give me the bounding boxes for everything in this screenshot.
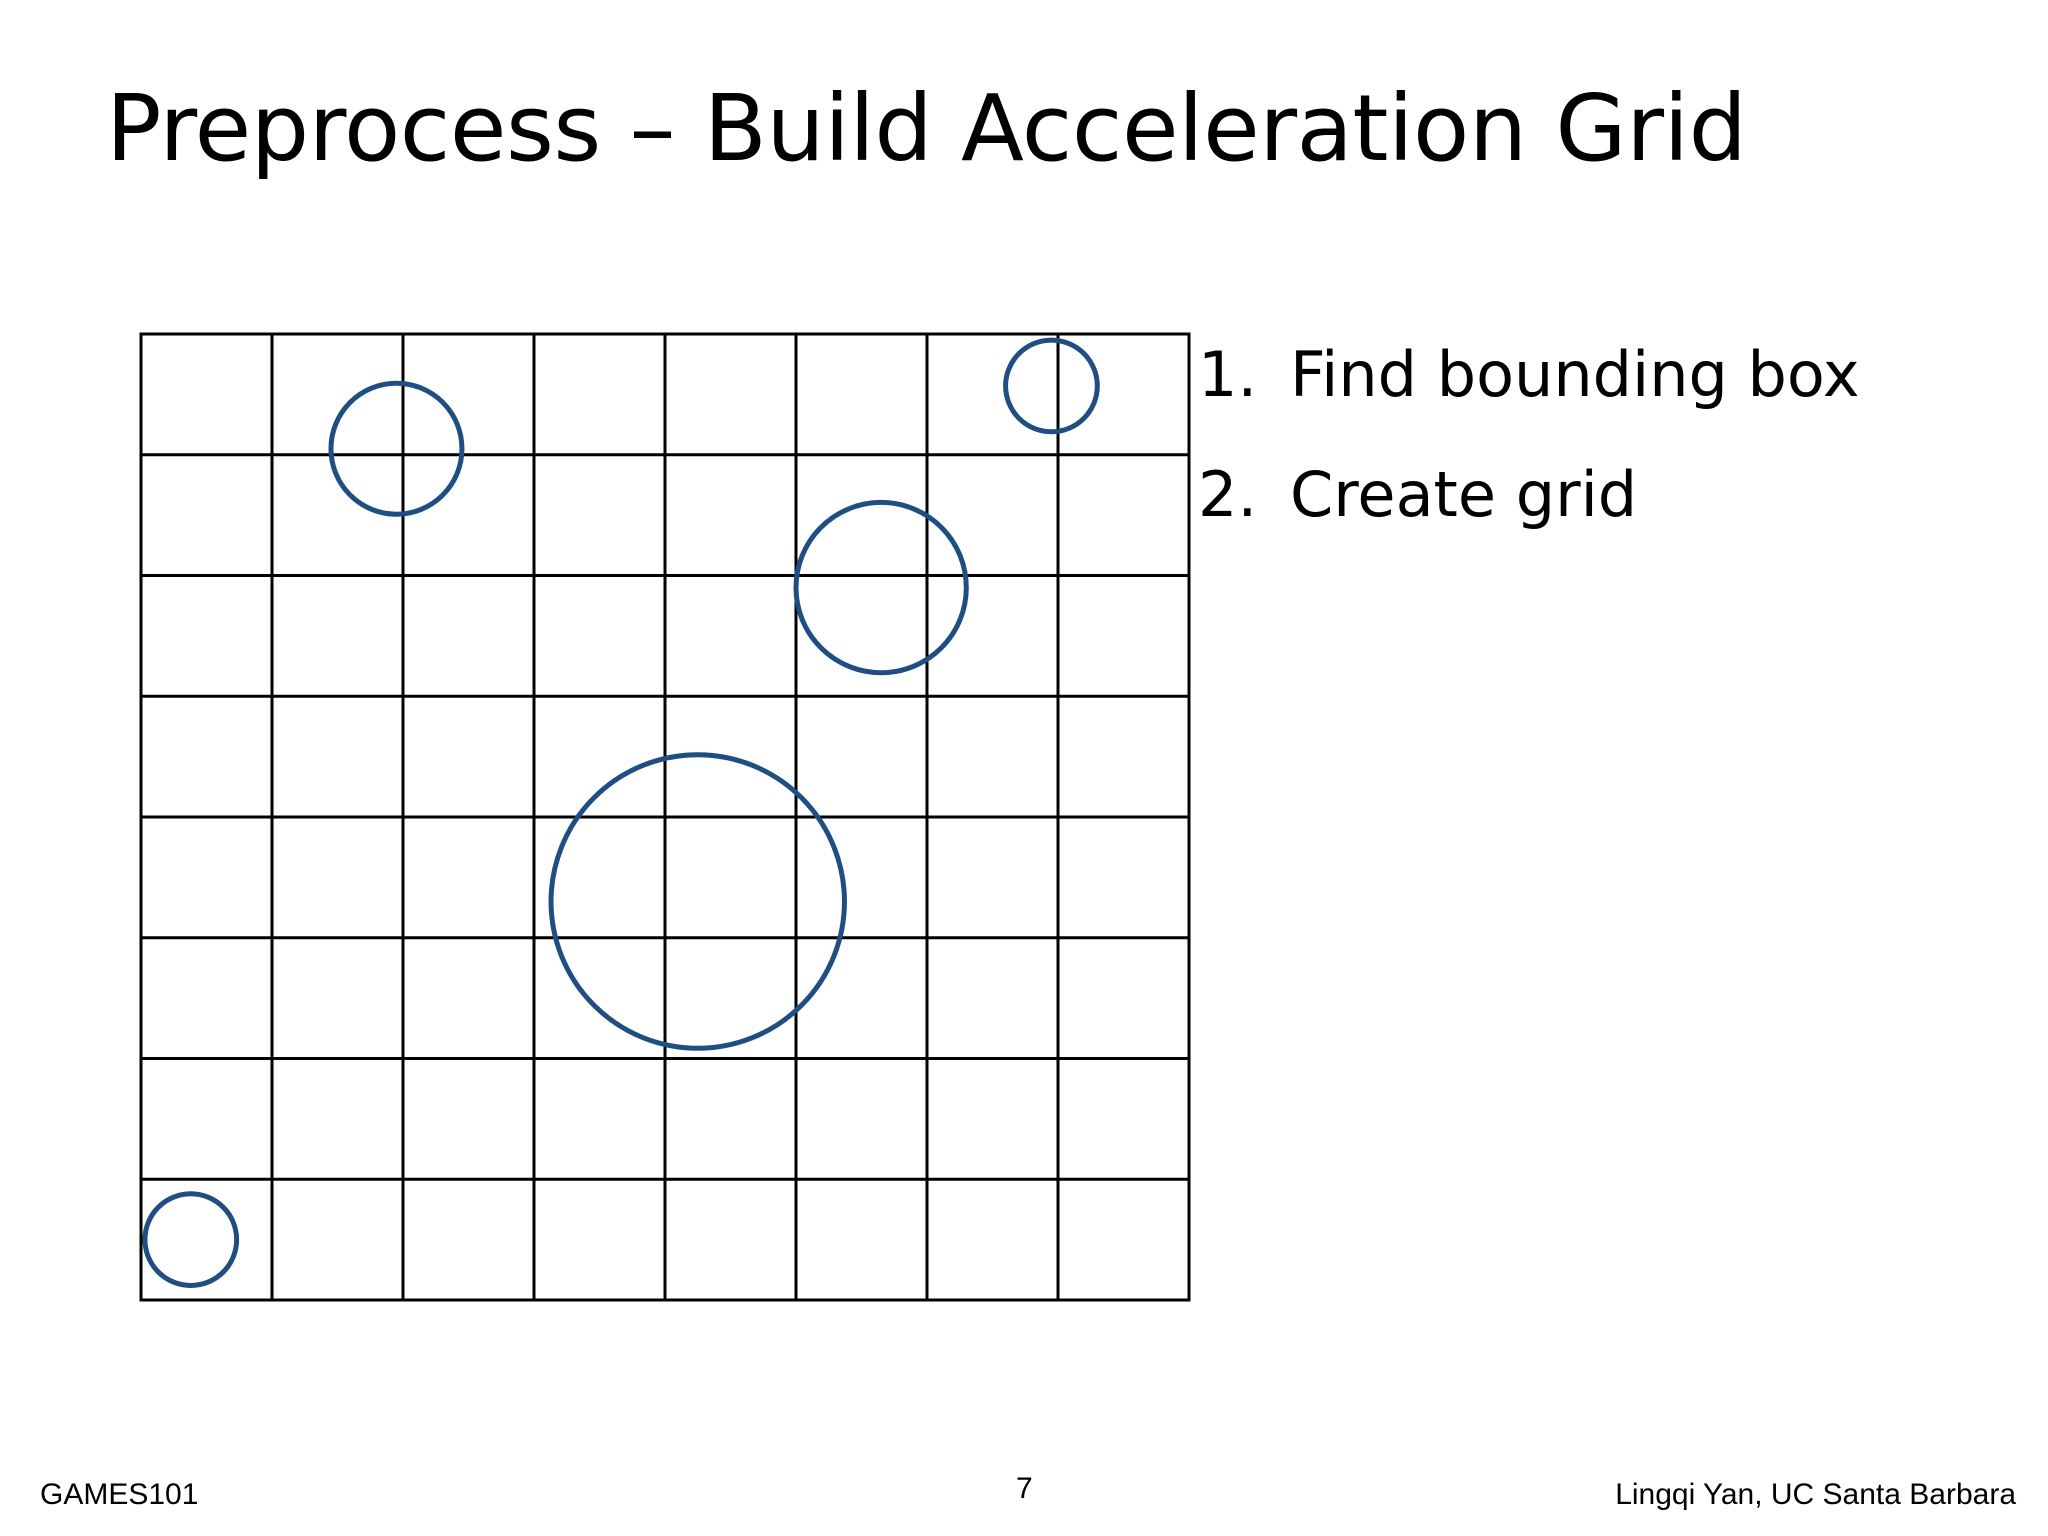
footer-page-number: 7	[1016, 1472, 1033, 1505]
scene-object-circle	[328, 380, 465, 517]
grid-lines	[139, 332, 1191, 1302]
step-text: Find bounding box	[1290, 338, 1860, 411]
step-number: 2.	[1198, 458, 1258, 531]
step-item: 1. Find bounding box	[1198, 330, 1860, 450]
step-number: 1.	[1198, 338, 1258, 411]
footer-course: GAMES101	[40, 1478, 199, 1511]
scene-object-circle	[1003, 337, 1100, 435]
scene-objects	[142, 337, 1100, 1288]
footer-author: Lingqi Yan, UC Santa Barbara	[1615, 1478, 2016, 1511]
slide-title: Preprocess – Build Acceleration Grid	[106, 75, 1747, 182]
step-text: Create grid	[1290, 458, 1638, 531]
scene-object-circle	[142, 1191, 240, 1288]
step-item: 2. Create grid	[1198, 450, 1860, 570]
scene-object-circle	[793, 499, 969, 676]
scene-object-circle	[548, 752, 847, 1051]
steps-list: 1. Find bounding box 2. Create grid	[1198, 330, 1860, 570]
